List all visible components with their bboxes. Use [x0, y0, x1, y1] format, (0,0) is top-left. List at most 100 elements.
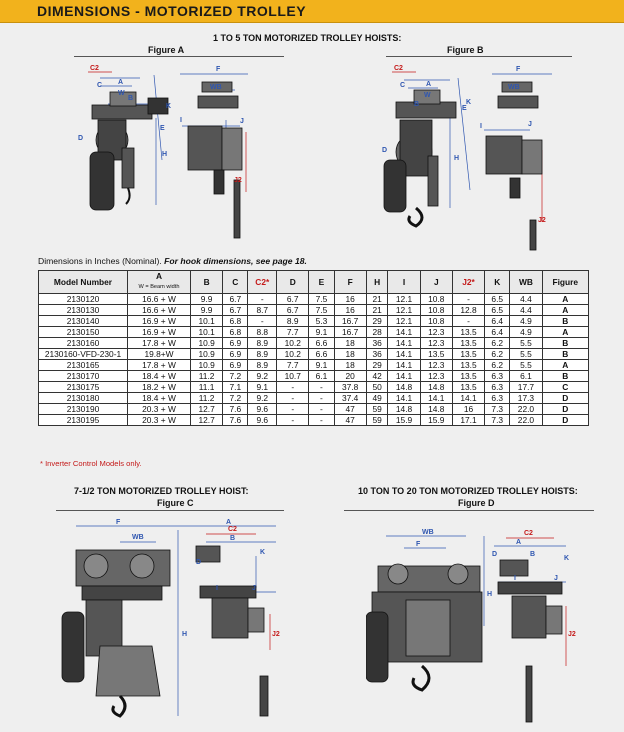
table-cell: -	[308, 392, 335, 404]
svg-text:H: H	[182, 631, 187, 638]
table-cell: 22.0	[509, 414, 543, 426]
table-cell: 8.7	[247, 304, 278, 316]
table-cell: 2130165	[38, 359, 128, 371]
table-cell: 7.3	[484, 403, 511, 415]
table-cell: 4.4	[509, 304, 543, 316]
svg-text:A: A	[516, 539, 521, 546]
table-cell: 18.4 + W	[127, 370, 191, 382]
svg-text:D: D	[78, 135, 83, 142]
svg-text:B: B	[530, 551, 535, 558]
table-cell: 16.6 + W	[127, 293, 191, 305]
svg-text:B: B	[128, 95, 133, 102]
svg-text:J: J	[554, 575, 558, 582]
table-cell: 6.6	[308, 337, 335, 349]
table-cell: 13.5	[451, 370, 486, 382]
table-cell: 9.2	[247, 392, 278, 404]
table-cell: -	[308, 403, 335, 415]
svg-text:I: I	[480, 123, 482, 130]
table-cell: 37.4	[333, 392, 367, 404]
table-cell: 42	[365, 370, 389, 382]
svg-text:C: C	[97, 82, 102, 89]
svg-text:I: I	[180, 117, 182, 124]
svg-text:C2: C2	[394, 65, 403, 72]
table-cell: 6.1	[308, 370, 335, 382]
table-cell: 10.8	[419, 293, 453, 305]
svg-text:W: W	[424, 92, 431, 99]
table-cell: 10.9	[189, 337, 224, 349]
table-cell: 10.1	[189, 315, 224, 327]
svg-text:J: J	[252, 585, 256, 592]
table-cell: B	[541, 348, 590, 360]
table-cell: 9.1	[308, 359, 335, 371]
svg-text:J2: J2	[272, 631, 280, 638]
table-cell: 5.5	[509, 359, 543, 371]
header-c2: C2*	[247, 270, 278, 294]
table-cell: 36	[365, 337, 389, 349]
table-cell: 4.9	[509, 326, 543, 338]
table-cell: -	[247, 315, 278, 327]
table-cell: C	[541, 381, 590, 393]
table-cell: 6.7	[276, 304, 310, 316]
table-cell: 13.5	[419, 348, 453, 360]
table-cell: 6.6	[308, 348, 335, 360]
svg-text:A: A	[118, 79, 123, 86]
table-cell: 50	[365, 381, 389, 393]
header-e: E	[308, 270, 335, 294]
svg-text:W: W	[118, 90, 125, 97]
table-cell: 6.5	[484, 293, 511, 305]
table-cell: 12.1	[387, 315, 421, 327]
svg-text:C: C	[400, 82, 405, 89]
svg-text:B: B	[230, 535, 235, 542]
table-cell: B	[541, 315, 590, 327]
table-cell: 7.5	[308, 304, 335, 316]
table-cell: A	[541, 326, 590, 338]
table-cell: 10.7	[276, 370, 310, 382]
svg-text:F: F	[416, 541, 421, 548]
table-cell: 2130175	[38, 381, 128, 393]
svg-text:H: H	[162, 151, 167, 158]
table-cell: 9.6	[247, 414, 278, 426]
svg-text:F: F	[116, 519, 121, 526]
svg-text:J: J	[240, 118, 244, 125]
table-cell: 5.5	[509, 337, 543, 349]
header-model-number: Model Number	[38, 270, 128, 294]
header-a-subheader: W = Beam width	[138, 284, 180, 290]
header-i: I	[387, 270, 421, 294]
table-cell: 9.1	[247, 381, 278, 393]
table-cell: 22.0	[509, 403, 543, 415]
header-j2: J2*	[451, 270, 486, 294]
table-cell: D	[541, 392, 590, 404]
table-cell: 9.9	[189, 304, 224, 316]
table-cell: 6.2	[484, 359, 511, 371]
table-cell: 7.3	[484, 414, 511, 426]
table-cell: 16.9 + W	[127, 315, 191, 327]
table-cell: 14.8	[387, 403, 421, 415]
table-cell: 6.9	[222, 348, 249, 360]
table-cell: D	[541, 403, 590, 415]
figure-d-label: Figure D	[458, 498, 495, 508]
table-cell: 14.8	[419, 381, 453, 393]
table-cell: 6.3	[484, 381, 511, 393]
inverter-note: * Inverter Control Models only.	[40, 459, 142, 468]
table-cell: 14.1	[387, 326, 421, 338]
header-b: B	[189, 270, 224, 294]
table-cell: 2130160	[38, 337, 128, 349]
table-cell: 10.9	[189, 359, 224, 371]
svg-text:C2: C2	[90, 65, 99, 72]
svg-text:J: J	[528, 121, 532, 128]
table-cell: -	[308, 414, 335, 426]
svg-text:F: F	[216, 66, 221, 73]
table-cell: 10.8	[419, 304, 453, 316]
table-cell: 13.5	[451, 381, 486, 393]
table-cell: 6.9	[222, 359, 249, 371]
table-cell: 7.7	[276, 326, 310, 338]
table-cell: 4.4	[509, 293, 543, 305]
svg-text:K: K	[564, 555, 569, 562]
